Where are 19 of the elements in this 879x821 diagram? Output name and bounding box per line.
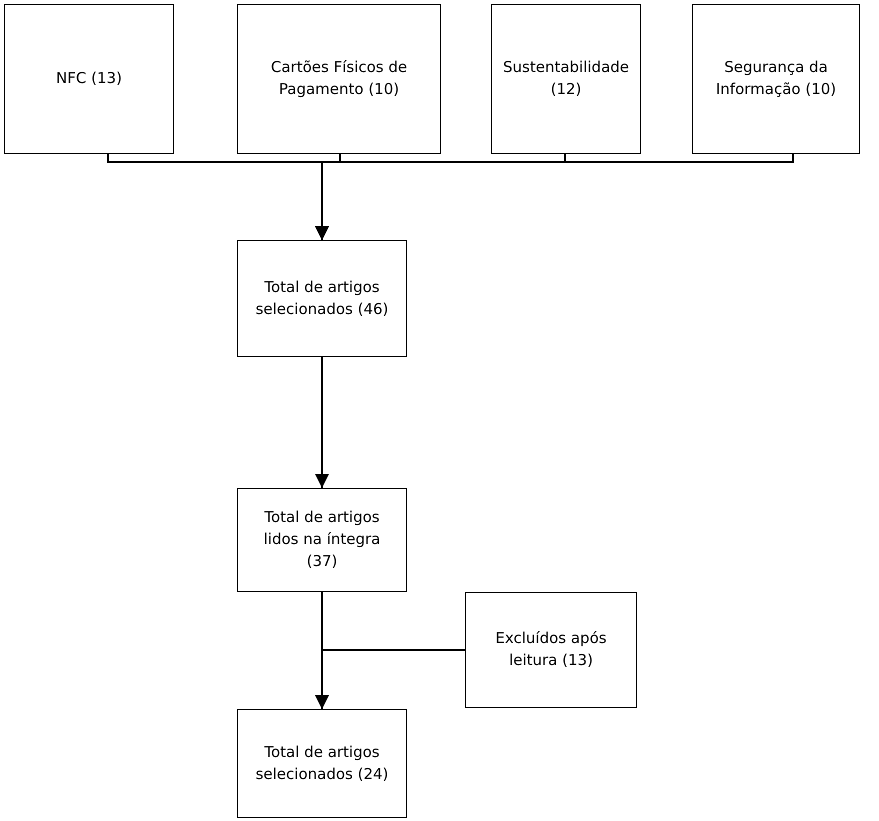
box-label: Sustentabilidade (12) bbox=[502, 57, 630, 100]
process-box bbox=[692, 4, 860, 154]
process-box bbox=[237, 240, 407, 357]
box-label: NFC (13) bbox=[56, 68, 122, 90]
arrow bbox=[315, 649, 465, 709]
box-label: Total de artigos selecionados (46) bbox=[254, 276, 390, 320]
process-box bbox=[491, 4, 641, 154]
box-label: Segurança da Informação (10) bbox=[714, 57, 838, 100]
process-box bbox=[4, 4, 174, 154]
process-box bbox=[465, 592, 637, 708]
box-label: Cartões Físicos de Pagamento (10) bbox=[270, 57, 408, 100]
arrow bbox=[315, 357, 329, 488]
process-box bbox=[237, 4, 441, 154]
process-box bbox=[237, 488, 407, 592]
box-label: Excluídos após leitura (13) bbox=[494, 628, 608, 671]
box-label: Total de artigos lidos na íntegra (37) bbox=[262, 507, 382, 572]
box-label: Total de artigos selecionados (24) bbox=[254, 742, 390, 784]
arrow bbox=[315, 154, 794, 240]
process-box bbox=[237, 709, 407, 818]
